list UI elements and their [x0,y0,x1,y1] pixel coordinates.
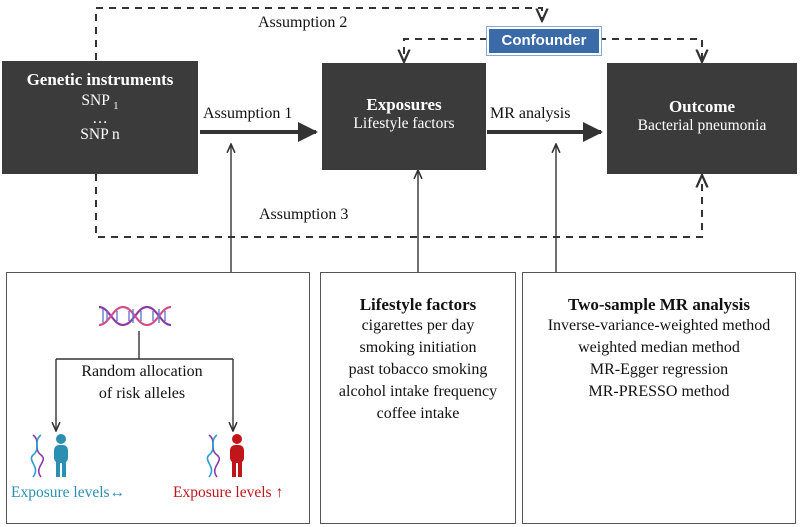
allocation-caption-line1: Random allocation [81,363,203,380]
assumption2-label: Assumption 2 [258,14,348,31]
mr-methods-panel: Two-sample MR analysis Inverse-variance-… [522,272,796,524]
snp-ellipsis: … [92,110,108,128]
allocation-tree [7,331,307,479]
snp-1-label: SNP [81,92,110,109]
assumption3-path [95,174,702,238]
exposures-title: Exposures [366,95,442,114]
mr-panel-title: Two-sample MR analysis [568,295,750,314]
mr-analysis-label: MR analysis [490,105,571,122]
snp-1-subscript: 1 [113,100,119,113]
lifestyle-item: smoking initiation [359,339,477,356]
exposure-levels-increased: Exposure levels ↑ [173,484,284,501]
genetic-instruments-title: Genetic instruments [26,70,174,89]
person-risk-icon [206,434,244,478]
allocation-panel: Random allocation of risk alleles Exposu… [6,272,310,524]
outcome-box: Outcome Bacterial pneumonia [607,63,797,174]
person-normal-icon [30,434,68,478]
outcome-title: Outcome [668,97,736,116]
lifestyle-item: cigarettes per day [361,317,475,334]
exposures-subtitle: Lifestyle factors [353,115,455,132]
exposures-box: Exposures Lifestyle factors [322,63,486,170]
dna-helix-icon [98,305,172,327]
assumption1-label: Assumption 1 [203,105,293,122]
snp-n-label: SNP n [80,126,120,144]
assumption2-path [95,7,542,60]
lifestyle-panel-title: Lifestyle factors [359,295,477,314]
confounder-badge: Confounder [487,27,601,55]
mr-method-item: Inverse-variance-weighted method [547,317,771,334]
lifestyle-item: alcohol intake frequency [338,383,498,400]
lifestyle-factors-panel: Lifestyle factors cigarettes per day smo… [320,272,516,524]
exposure-levels-normal: Exposure levels↔ [11,484,126,501]
genetic-instruments-box: Genetic instruments SNP 1 … SNP n [2,61,198,174]
assumption3-label: Assumption 3 [259,206,349,223]
confounder-to-exposure [404,38,487,62]
mr-method-item: MR-Egger regression [589,361,729,378]
mr-method-item: weighted median method [578,339,740,356]
mr-method-item: MR-PRESSO method [588,383,730,400]
allocation-caption-line2: of risk alleles [98,385,186,402]
outcome-subtitle: Bacterial pneumonia [637,117,767,134]
lifestyle-item: coffee intake [376,405,460,422]
confounder-to-outcome [599,38,702,62]
lifestyle-item: past tobacco smoking [348,361,488,378]
